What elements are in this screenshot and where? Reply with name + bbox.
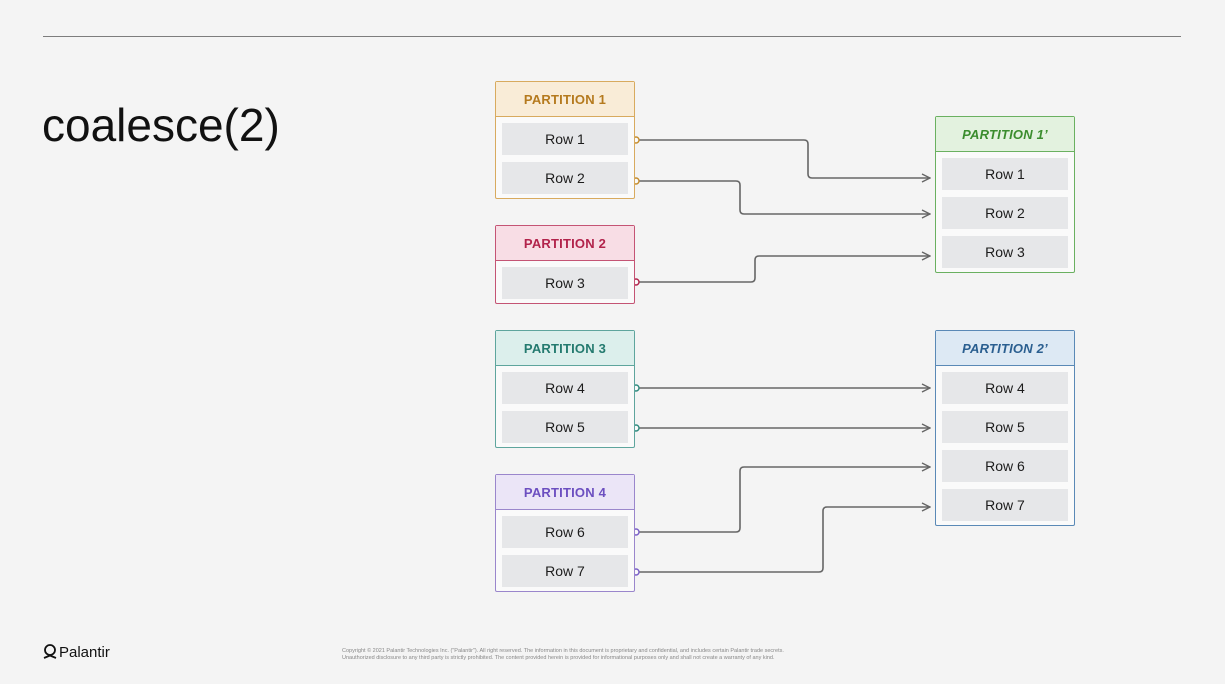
partition-1-header: PARTITION 1 (496, 82, 634, 117)
partition-4-row-7: Row 7 (502, 555, 628, 587)
partition-1-row-1: Row 1 (502, 123, 628, 155)
partition-1-prime-row-3: Row 3 (942, 236, 1068, 268)
slide-title: coalesce(2) (42, 99, 280, 151)
partition-2-prime-header: PARTITION 2’ (936, 331, 1074, 366)
connector-row-7 (636, 507, 930, 573)
connector-row-1 (636, 139, 930, 178)
partition-2-prime-row-5: Row 5 (942, 411, 1068, 443)
partition-2-header: PARTITION 2 (496, 226, 634, 261)
partition-3-header: PARTITION 3 (496, 331, 634, 366)
copyright-line-2: Unauthorized disclosure to any third par… (342, 655, 775, 662)
partition-3-box: PARTITION 3 Row 4 Row 5 (495, 330, 635, 448)
partition-1-row-2: Row 2 (502, 162, 628, 194)
partition-3-row-4: Row 4 (502, 372, 628, 404)
partition-2-prime-box: PARTITION 2’ Row 4 Row 5 Row 6 Row 7 (935, 330, 1075, 526)
partition-2-prime-row-7: Row 7 (942, 489, 1068, 521)
partition-2-prime-row-4: Row 4 (942, 372, 1068, 404)
partition-1-prime-row-1: Row 1 (942, 158, 1068, 190)
copyright-line-1: Copyright © 2021 Palantir Technologies I… (342, 648, 784, 654)
partition-1-box: PARTITION 1 Row 1 Row 2 (495, 81, 635, 199)
partition-4-header: PARTITION 4 (496, 475, 634, 510)
top-divider (43, 36, 1181, 37)
partition-2-row-3: Row 3 (502, 267, 628, 299)
partition-1-prime-row-2: Row 2 (942, 197, 1068, 229)
partition-2-prime-row-6: Row 6 (942, 450, 1068, 482)
palantir-logo-icon (43, 644, 57, 659)
copyright-notice: Copyright © 2021 Palantir Technologies I… (342, 648, 902, 663)
partition-2-box: PARTITION 2 Row 3 (495, 225, 635, 304)
partition-4-row-6: Row 6 (502, 516, 628, 548)
partition-1-prime-header: PARTITION 1’ (936, 117, 1074, 152)
partition-4-box: PARTITION 4 Row 6 Row 7 (495, 474, 635, 592)
partition-3-row-5: Row 5 (502, 411, 628, 443)
connector-row-2 (636, 180, 930, 214)
connector-row-3 (636, 256, 930, 283)
palantir-logo: Palantir (43, 644, 110, 661)
partition-1-prime-box: PARTITION 1’ Row 1 Row 2 Row 3 (935, 116, 1075, 273)
palantir-logo-text: Palantir (59, 644, 110, 661)
connector-row-6 (636, 467, 930, 533)
